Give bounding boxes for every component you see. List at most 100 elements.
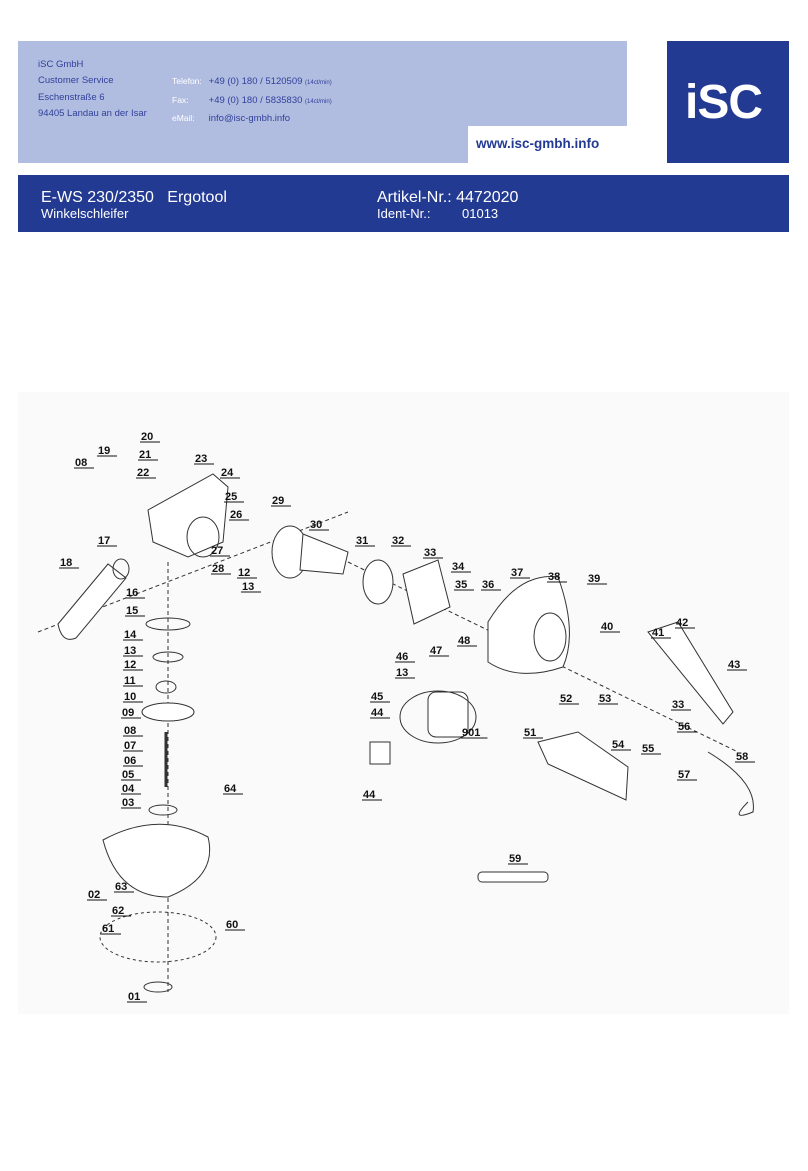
fax-line: Fax: +49 (0) 180 / 5835830 (14ct/min) — [172, 92, 332, 110]
part-label-57: 57 — [678, 769, 690, 781]
part-label-26: 26 — [230, 509, 242, 521]
part-label-15: 15 — [126, 605, 138, 617]
part-label-52: 52 — [560, 693, 572, 705]
part-label-61: 61 — [102, 923, 114, 935]
part-label-46: 46 — [396, 651, 408, 663]
isc-logo: iSC — [667, 41, 789, 163]
bearing-ring — [362, 559, 394, 605]
part-label-07: 07 — [124, 740, 136, 752]
part-label-12: 12 — [124, 659, 136, 671]
part-label-36: 36 — [482, 579, 494, 591]
part-label-34: 34 — [452, 561, 465, 573]
part-label-08: 08 — [75, 457, 87, 469]
part-label-37: 37 — [511, 567, 523, 579]
part-label-64: 64 — [224, 783, 237, 795]
part-label-14: 14 — [124, 629, 137, 641]
armature-body — [299, 533, 349, 575]
website-box: www.isc-gmbh.info — [468, 126, 627, 163]
part-label-48: 48 — [458, 635, 470, 647]
handle-half-left — [537, 731, 629, 801]
article-number-line: Artikel-Nr.: 4472020 — [377, 189, 518, 207]
part-label-27: 27 — [211, 545, 223, 557]
part-label-53: 53 — [599, 693, 611, 705]
part-label-45: 45 — [371, 691, 383, 703]
part-label-11: 11 — [124, 675, 136, 687]
phone-number[interactable]: +49 (0) 180 / 5120509 — [208, 76, 303, 88]
product-title-bar: E-WS 230/2350 Ergotool Winkelschleifer A… — [18, 175, 789, 232]
product-type: Winkelschleifer — [41, 206, 129, 221]
part-label-13: 13 — [124, 645, 136, 657]
gear-housing-flange — [186, 516, 220, 558]
part-label-60: 60 — [226, 919, 238, 931]
ident-label: Ident-Nr.: — [377, 206, 431, 221]
email-line: eMail: info@isc-gmbh.info — [172, 110, 332, 127]
contact-block: Telefon: +49 (0) 180 / 5120509 (14ct/min… — [172, 57, 332, 127]
part-label-59: 59 — [509, 853, 521, 865]
phone-label: Telefon: — [172, 76, 202, 87]
product-model: E-WS 230/2350 — [41, 189, 154, 206]
part-label-17: 17 — [98, 535, 110, 547]
part-label-10: 10 — [124, 691, 136, 703]
phone-rate: (14ct/min) — [305, 80, 332, 87]
part-label-28: 28 — [212, 563, 224, 575]
part-label-13: 13 — [396, 667, 408, 679]
part-label-19: 19 — [98, 445, 110, 457]
gear-housing — [147, 473, 229, 558]
stator — [402, 559, 451, 625]
product-model-line: E-WS 230/2350 Ergotool — [41, 189, 227, 207]
part-label-29: 29 — [272, 495, 284, 507]
bearing-10 — [155, 680, 177, 694]
part-label-42: 42 — [676, 617, 688, 629]
part-label-54: 54 — [612, 739, 625, 751]
part-label-05: 05 — [122, 769, 134, 781]
handle-half-right — [647, 621, 734, 725]
part-901-outline — [399, 690, 477, 744]
fax-rate: (14ct/min) — [305, 98, 332, 105]
company-street: Eschenstraße 6 — [38, 91, 105, 103]
phone-line: Telefon: +49 (0) 180 / 5120509 (14ct/min… — [172, 73, 332, 91]
company-department: Customer Service — [38, 75, 114, 87]
side-handle — [57, 563, 127, 640]
part-label-21: 21 — [139, 449, 151, 461]
part-label-18: 18 — [60, 557, 72, 569]
part-label-23: 23 — [195, 453, 207, 465]
part-label-43: 43 — [728, 659, 740, 671]
company-address: iSC GmbH Customer Service Eschenstraße 6… — [38, 57, 147, 122]
company-name: iSC GmbH — [38, 59, 84, 70]
motor-housing — [487, 576, 570, 674]
part-label-56: 56 — [678, 721, 690, 733]
logo-text: iSC — [685, 76, 763, 129]
ident-number-line: Ident-Nr.: 01013 — [377, 206, 498, 221]
company-header: iSC GmbH Customer Service Eschenstraße 6… — [18, 41, 627, 163]
part-label-22: 22 — [137, 467, 149, 479]
side-handle-washer — [112, 558, 130, 580]
part-label-40: 40 — [601, 621, 613, 633]
ident-number: 01013 — [462, 206, 499, 221]
part-label-01: 01 — [128, 991, 140, 1003]
email-address[interactable]: info@isc-gmbh.info — [208, 112, 291, 124]
part-label-38: 38 — [548, 571, 560, 583]
email-label: eMail: — [172, 112, 195, 123]
article-label: Artikel-Nr.: — [377, 189, 452, 206]
wheel-guard — [102, 823, 211, 898]
part-label-03: 03 — [122, 797, 134, 809]
bracket-44 — [369, 741, 391, 765]
part-label-12: 12 — [238, 567, 250, 579]
part-label-06: 06 — [124, 755, 136, 767]
part-label-08: 08 — [124, 725, 136, 737]
part-label-44: 44 — [363, 789, 376, 801]
part-label-58: 58 — [736, 751, 748, 763]
article-number: 4472020 — [456, 189, 519, 206]
bearing-flange-09 — [141, 702, 195, 722]
product-line: Ergotool — [167, 189, 227, 206]
part-label-25: 25 — [225, 491, 237, 503]
website-link[interactable]: www.isc-gmbh.info — [476, 136, 600, 151]
part-label-31: 31 — [356, 535, 368, 547]
part-label-55: 55 — [642, 743, 654, 755]
part-label-33: 33 — [672, 699, 684, 711]
inner-flange-03 — [148, 804, 178, 816]
part-label-16: 16 — [126, 587, 138, 599]
company-city: 94405 Landau an der Isar — [38, 107, 147, 119]
flange-14 — [145, 617, 191, 631]
